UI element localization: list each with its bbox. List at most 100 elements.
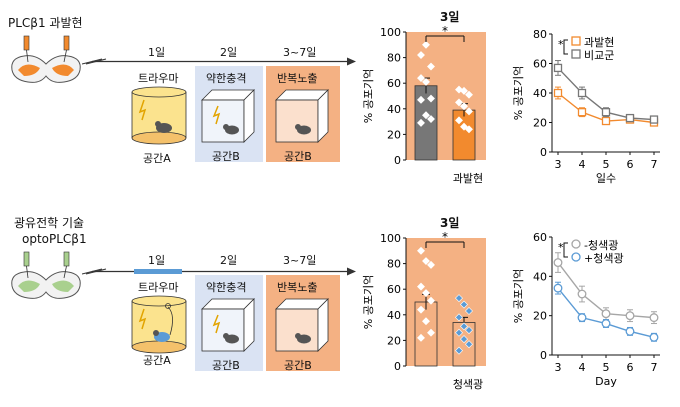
data-point: [577, 108, 587, 117]
legend-label: +청색광: [584, 252, 624, 265]
brain-illustration-top: [11, 35, 81, 83]
cube-space-b-bottom-2: [275, 298, 329, 352]
top-stage-3: 반복노출: [277, 72, 318, 85]
bar: [452, 109, 476, 161]
legend-marker: [571, 49, 581, 59]
y-tick-label: 80: [387, 258, 401, 271]
top-space-1: 공간A: [143, 152, 171, 165]
x-tick-label: 3: [555, 361, 562, 374]
x-axis-label: 과발현: [453, 172, 483, 185]
legend-label: 비교군: [584, 49, 614, 62]
top-day-2: 2일: [220, 46, 238, 59]
data-point: [422, 289, 430, 297]
data-point: [460, 335, 468, 344]
y-tick-label: 0: [540, 349, 547, 362]
data-point: [455, 98, 463, 107]
data-point: [601, 116, 611, 126]
timeline-top: [82, 57, 356, 66]
x-tick-label: 4: [579, 158, 586, 171]
cube-space-b-top-1: [201, 89, 255, 143]
significance-star: *: [442, 24, 448, 38]
top-day-3: 3~7일: [283, 46, 317, 59]
cylinder-space-a-bottom: [131, 295, 187, 354]
data-point: [427, 296, 435, 305]
bottom-stage-2: 약한충격: [206, 281, 247, 294]
data-point: [601, 319, 611, 328]
significance-star: *: [442, 230, 448, 244]
bar: [414, 301, 438, 367]
x-tick-label: 3: [555, 158, 562, 171]
data-point: [577, 289, 587, 299]
top-title: PLCβ1 과발현: [8, 16, 83, 30]
data-point: [422, 111, 430, 120]
data-point: [577, 313, 587, 323]
data-point: [553, 283, 563, 293]
legend-bracket: [563, 39, 568, 55]
legend-label: -청색광: [584, 239, 618, 252]
data-point: [625, 326, 635, 336]
y-tick-label: 20: [387, 128, 401, 141]
y-tick-label: 100: [380, 232, 401, 245]
data-point: [455, 116, 463, 125]
x-tick-label: 6: [627, 361, 634, 374]
bottom-space-1: 공간A: [143, 354, 171, 367]
data-point: [625, 113, 635, 123]
cylinder-space-a-top: [131, 86, 187, 145]
y-tick-label: 60: [387, 283, 401, 296]
legend-marker: [571, 36, 581, 46]
data-point: [422, 77, 430, 86]
data-point: [553, 258, 563, 268]
x-tick-label: 4: [579, 361, 586, 374]
data-point: [460, 322, 468, 331]
top-day-1: 1일: [148, 46, 166, 59]
data-point: [577, 88, 587, 98]
data-point: [417, 74, 425, 83]
y-tick-label: 100: [380, 26, 401, 39]
y-axis-label: % 공포기억: [512, 66, 525, 120]
data-point: [417, 333, 425, 342]
data-point: [455, 328, 463, 337]
data-point: [460, 300, 468, 309]
data-point: [455, 346, 463, 355]
data-point: [465, 90, 473, 99]
legend-bracket: [563, 242, 568, 258]
y-tick-label: 20: [533, 117, 547, 130]
data-point: [465, 307, 473, 315]
data-point: [455, 313, 463, 322]
y-tick-label: 0: [394, 360, 401, 373]
data-point: [455, 294, 463, 303]
y-tick-label: 0: [540, 146, 547, 159]
bottom-title-1: 광유전학 기술: [14, 216, 85, 230]
x-axis-label: Day: [595, 375, 617, 388]
legend-significance: *: [558, 241, 564, 254]
legend-significance: *: [558, 38, 564, 51]
x-tick-label: 7: [651, 361, 658, 374]
y-tick-label: 80: [533, 28, 547, 41]
x-tick-label: 7: [651, 158, 658, 171]
data-point: [553, 63, 563, 73]
y-tick-label: 20: [533, 310, 547, 323]
data-point: [649, 332, 659, 342]
x-tick-label: 5: [603, 361, 610, 374]
legend-marker: [571, 252, 581, 262]
timeline-bottom: [82, 267, 356, 276]
data-point: [417, 118, 425, 127]
data-point: [427, 94, 435, 103]
bottom-space-2: 공간B: [212, 359, 240, 372]
x-axis-label: 청색광: [453, 378, 483, 391]
top-bar-title: 3일: [440, 10, 460, 24]
data-point: [649, 115, 659, 124]
data-point: [465, 340, 473, 349]
data-point: [625, 311, 635, 321]
data-point: [460, 122, 468, 131]
y-tick-label: 60: [533, 58, 547, 71]
top-space-3: 공간B: [284, 150, 312, 163]
bottom-day-1: 1일: [148, 254, 166, 267]
y-axis-label: % 공포기억: [362, 275, 375, 329]
data-point: [417, 51, 425, 59]
data-point: [417, 305, 425, 314]
